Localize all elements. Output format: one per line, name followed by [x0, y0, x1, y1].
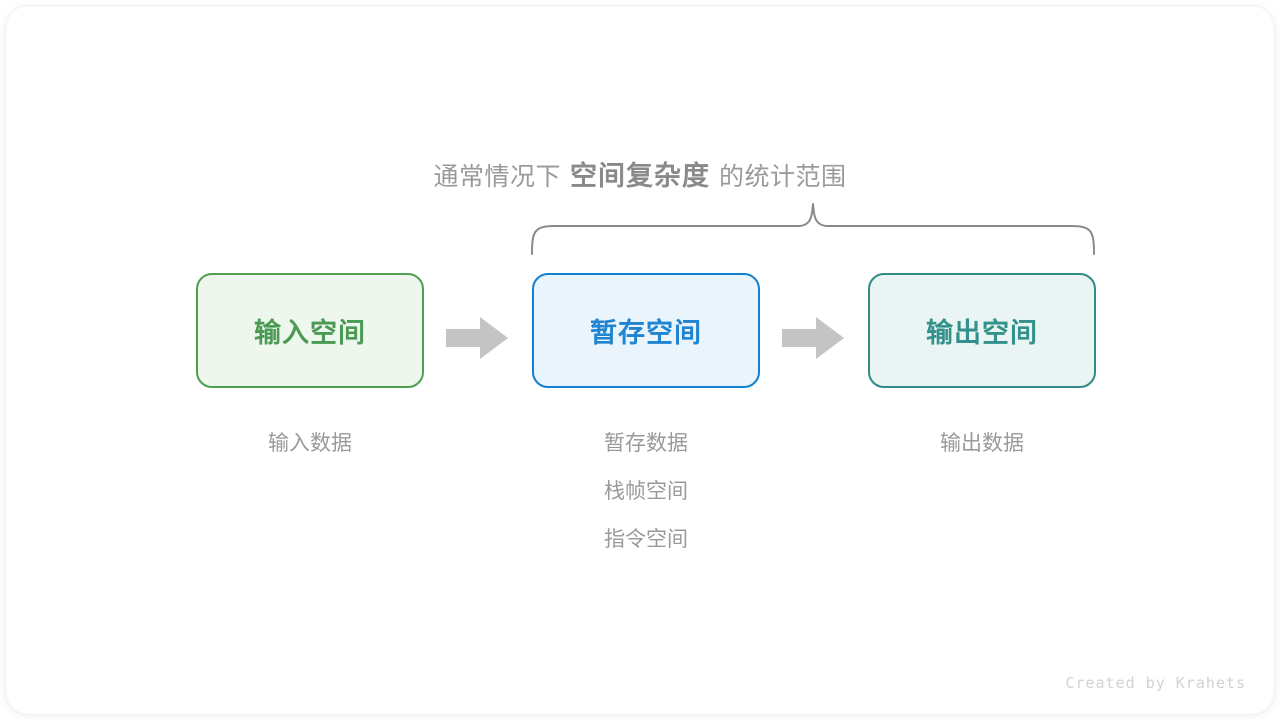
watermark-credit: Created by Krahets — [1065, 674, 1246, 692]
box-input-space-label: 输入空间 — [254, 318, 366, 348]
caption-line: 栈帧空间 — [604, 480, 688, 503]
caption-line: 指令空间 — [604, 528, 688, 551]
box-temp-space-label: 暂存空间 — [590, 318, 702, 348]
caption-temp: 暂存数据 栈帧空间 指令空间 — [516, 420, 776, 564]
right-arrow-icon — [782, 317, 844, 359]
title-suffix: 的统计范围 — [719, 163, 847, 191]
title-prefix: 通常情况下 — [433, 163, 561, 191]
caption-line: 暂存数据 — [604, 432, 688, 455]
arrow-input-to-temp — [446, 317, 508, 359]
right-arrow-icon — [446, 317, 508, 359]
box-temp-space[interactable]: 暂存空间 — [532, 273, 760, 388]
box-output-space-label: 输出空间 — [926, 318, 1038, 348]
caption-output: 输出数据 — [852, 420, 1112, 468]
arrow-temp-to-output — [782, 317, 844, 359]
space-flow-row: 输入空间 暂存空间 输出空间 — [6, 273, 1274, 388]
caption-line: 输入数据 — [268, 432, 352, 455]
caption-line: 输出数据 — [940, 432, 1024, 455]
title-emphasis: 空间复杂度 — [570, 161, 710, 191]
curly-brace-icon — [531, 203, 1095, 255]
diagram-card: 通常情况下空间复杂度的统计范围 输入空间 暂存空间 输出空间 — [6, 6, 1274, 714]
caption-input: 输入数据 — [180, 420, 440, 468]
curly-brace-span — [516, 202, 1116, 258]
box-output-space[interactable]: 输出空间 — [868, 273, 1096, 388]
box-input-space[interactable]: 输入空间 — [196, 273, 424, 388]
diagram-title: 通常情况下空间复杂度的统计范围 — [6, 154, 1274, 193]
